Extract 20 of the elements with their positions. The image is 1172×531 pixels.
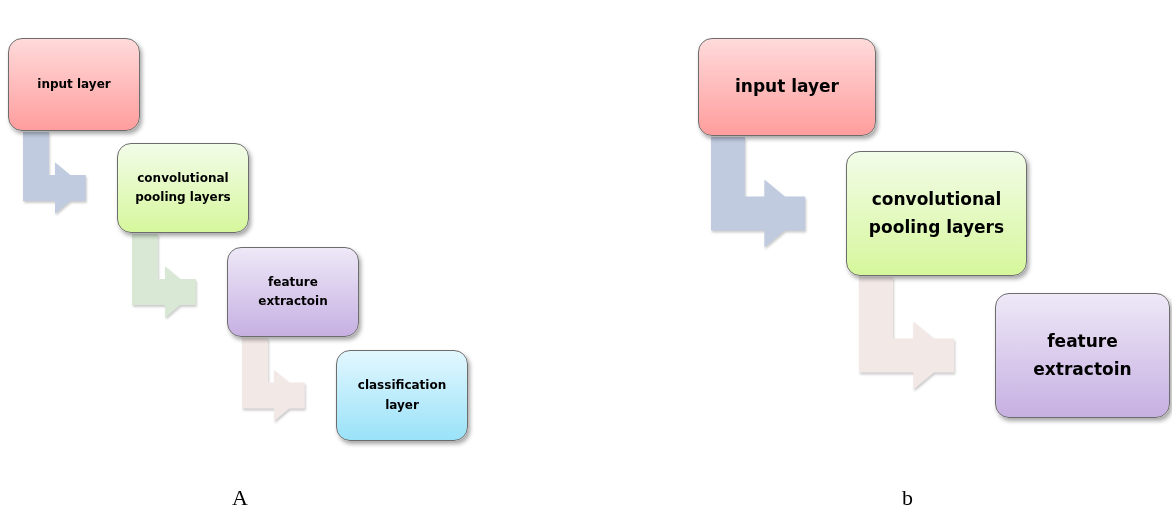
box-label: feature extractoin (1032, 330, 1133, 381)
box-label: input layer (37, 75, 111, 93)
process-box (336, 350, 468, 441)
process-box (8, 38, 140, 131)
box-label: feature extractoin (257, 273, 329, 310)
process-box (227, 247, 359, 337)
bent-arrow (859, 277, 955, 390)
process-box (117, 143, 249, 233)
panel-label: A (232, 485, 248, 511)
process-box (698, 38, 876, 136)
bent-arrow (242, 338, 305, 422)
panel-label: b (902, 485, 913, 511)
process-box (995, 293, 1170, 418)
process-box (846, 151, 1027, 276)
box-label: classification layer (356, 377, 448, 414)
bent-arrow (23, 132, 86, 214)
box-label: convolutional pooling layers (867, 188, 1006, 239)
box-label: convolutional pooling layers (134, 169, 232, 206)
bent-arrow (132, 234, 196, 318)
box-label: input layer (735, 75, 839, 99)
